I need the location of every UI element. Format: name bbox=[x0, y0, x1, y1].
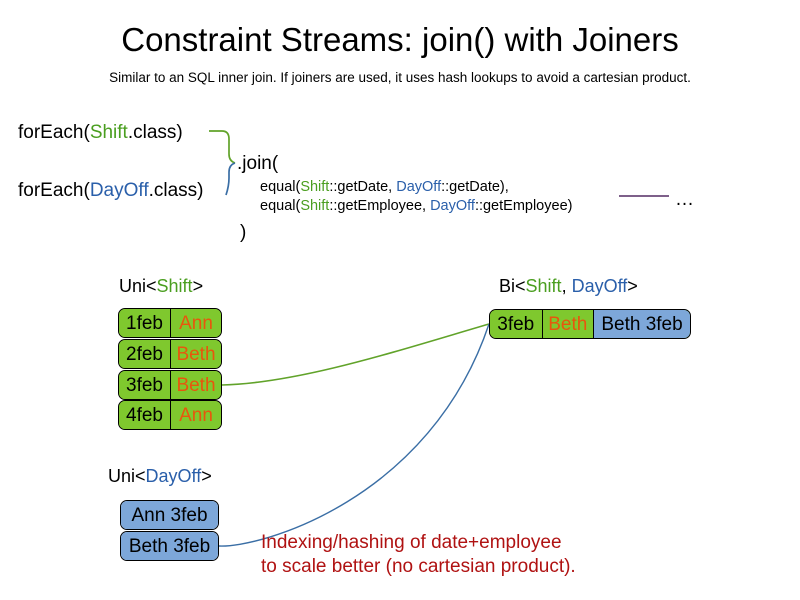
dayoff-row-text: Ann 3feb bbox=[121, 501, 218, 529]
code-arg1-right-method: ::getDate), bbox=[441, 179, 509, 195]
shift-row-employee: Ann bbox=[169, 401, 221, 429]
code-arg2-right-type: DayOff bbox=[430, 198, 475, 214]
label-uni-shift-type: Shift bbox=[156, 276, 193, 296]
code-arg2-left-method: ::getEmployee, bbox=[329, 198, 431, 214]
shift-row: 2feb Beth bbox=[118, 339, 222, 369]
connector-shift-to-join bbox=[209, 130, 236, 164]
label-bi-suffix: > bbox=[627, 276, 638, 296]
shift-row: 3feb Beth bbox=[118, 370, 222, 400]
code-arg1-prefix: equal( bbox=[260, 179, 301, 195]
code-join-open: .join( bbox=[237, 153, 279, 174]
page-subtitle: Similar to an SQL inner join. If joiners… bbox=[109, 70, 691, 85]
label-bi-separator: , bbox=[561, 276, 572, 296]
code-ellipsis: … bbox=[675, 189, 694, 210]
label-uni-shift-suffix: > bbox=[192, 276, 204, 296]
code-token-shift: Shift bbox=[89, 122, 128, 143]
code-token-dayoff: DayOff bbox=[89, 180, 149, 201]
shift-row: 1feb Ann bbox=[118, 308, 222, 338]
label-uni-shift-prefix: Uni< bbox=[119, 276, 157, 296]
page-title: Constraint Streams: join() with Joiners bbox=[121, 21, 679, 58]
shift-row-date: 4feb bbox=[119, 401, 170, 429]
code-foreach-shift-suffix: .class) bbox=[127, 122, 183, 143]
annotation-note-line2: to scale better (no cartesian product). bbox=[261, 555, 576, 577]
label-uni-shift: Uni<Shift> bbox=[119, 275, 203, 297]
code-foreach-shift-prefix: forEach( bbox=[18, 122, 90, 143]
code-foreach-shift: forEach(Shift.class) bbox=[18, 121, 183, 145]
connector-shift-row-to-bi bbox=[221, 323, 490, 386]
code-arg2-right-method: ::getEmployee) bbox=[474, 198, 573, 214]
code-joiner-equal-employee: equal(Shift::getEmployee, DayOff::getEmp… bbox=[260, 197, 572, 216]
label-uni-dayoff-type: DayOff bbox=[145, 466, 202, 486]
annotation-note: Indexing/hashing of date+employee to sca… bbox=[261, 531, 576, 578]
dayoff-row: Beth 3feb bbox=[120, 531, 219, 561]
shift-row-employee: Ann bbox=[169, 309, 221, 337]
code-foreach-dayoff-suffix: .class) bbox=[148, 180, 204, 201]
connector-dayoff-row-to-bi bbox=[218, 323, 490, 547]
label-uni-dayoff-prefix: Uni< bbox=[108, 466, 146, 486]
label-bi-shift-dayoff: Bi<Shift, DayOff> bbox=[499, 275, 638, 297]
label-uni-dayoff-suffix: > bbox=[201, 466, 212, 486]
connector-dayoff-to-join bbox=[225, 162, 236, 196]
code-foreach-dayoff-prefix: forEach( bbox=[18, 180, 90, 201]
shift-row-date: 2feb bbox=[119, 340, 170, 368]
code-arg1-left-method: ::getDate, bbox=[329, 179, 397, 195]
shift-row: 4feb Ann bbox=[118, 400, 222, 430]
label-bi-prefix: Bi< bbox=[499, 276, 526, 296]
annotation-note-line1: Indexing/hashing of date+employee bbox=[261, 532, 562, 553]
dayoff-row: Ann 3feb bbox=[120, 500, 219, 530]
code-arg1-right-type: DayOff bbox=[396, 179, 442, 195]
shift-row-date: 1feb bbox=[119, 309, 170, 337]
bi-row-dayoff: Beth 3feb bbox=[593, 310, 690, 338]
shift-row-employee: Beth bbox=[169, 340, 221, 368]
code-foreach-dayoff: forEach(DayOff.class) bbox=[18, 179, 204, 203]
code-arg2-left-type: Shift bbox=[300, 198, 330, 214]
bi-row-employee: Beth bbox=[541, 310, 594, 338]
code-arg1-left-type: Shift bbox=[300, 179, 330, 195]
code-joiner-equal-date: equal(Shift::getDate, DayOff::getDate), bbox=[260, 178, 509, 197]
shift-row-employee: Beth bbox=[169, 371, 221, 399]
code-arg2-prefix: equal( bbox=[260, 198, 301, 214]
code-join-close: ) bbox=[240, 222, 247, 243]
dayoff-row-text: Beth 3feb bbox=[121, 532, 218, 560]
label-bi-type-dayoff: DayOff bbox=[571, 276, 628, 296]
shift-row-date: 3feb bbox=[119, 371, 170, 399]
bi-row: 3feb Beth Beth 3feb bbox=[489, 309, 691, 339]
label-uni-dayoff: Uni<DayOff> bbox=[108, 465, 212, 487]
label-bi-type-shift: Shift bbox=[525, 276, 562, 296]
bi-row-date: 3feb bbox=[490, 310, 542, 338]
